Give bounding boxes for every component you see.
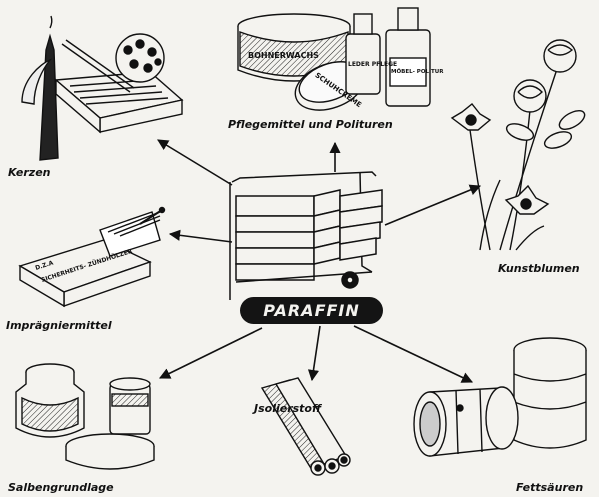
label-fett: Fettsäuren [516,481,583,494]
label-impraegnier: Imprägniermittel [6,319,112,332]
label-isolier: Jsolierstoff [252,402,323,415]
fatty-acid-drums-illustration [414,338,586,456]
arrow-to-impraegnier [170,234,232,242]
label-salben: Salbengrundlage [8,481,114,494]
arrow-to-kerzen [158,140,232,185]
arrow-to-salben [160,328,262,378]
artificial-flowers-illustration [452,40,588,250]
insulation-cable-illustration [262,378,350,475]
candles-illustration [22,16,182,160]
paraffin-label-text: PARAFFIN [263,301,360,320]
label-pflege: Pflegemittel und Polituren [228,118,393,131]
label-kunstblumen: Kunstblumen [498,262,580,275]
lederpflege-text: LEDER PFLEGE [348,61,397,68]
arrow-to-fett [354,326,472,382]
polish-products-illustration [238,8,430,119]
ointment-containers-illustration [16,364,154,469]
matchbox-illustration [20,208,165,307]
arrow-to-isolier [312,326,320,380]
label-kerzen: Kerzen [8,166,51,179]
arrow-to-kunstblumen [385,186,480,225]
bohnerwachs-text: BOHNERWACHS [248,51,319,60]
paraffin-label: PARAFFIN [240,297,383,324]
moebelpolitur-text: MÖBEL- POLITUR [391,68,444,75]
